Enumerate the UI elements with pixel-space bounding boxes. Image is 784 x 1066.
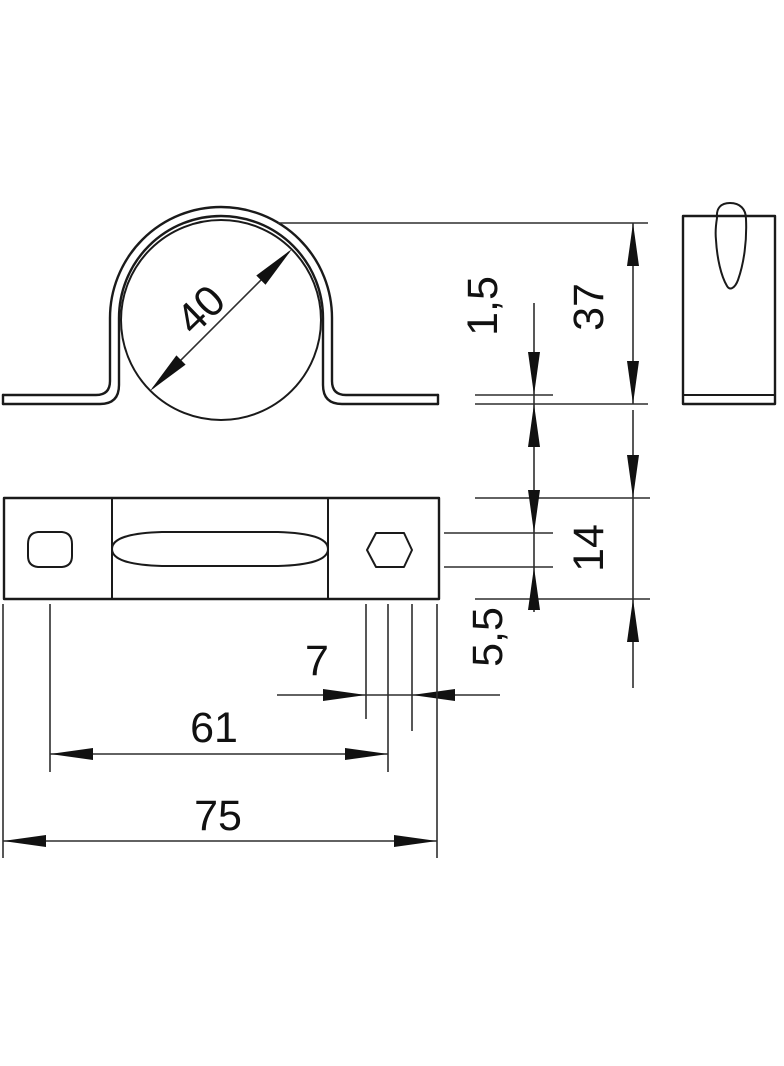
dim-hole-height: 5,5 [444,490,553,667]
dim-diameter: 40 [150,249,292,391]
arrowhead [50,748,93,760]
left-hole [27,531,73,568]
arrowhead [528,404,540,447]
side-view [681,202,777,406]
dim-height-label: 37 [565,283,613,331]
dim-overall-length-label: 75 [194,792,242,840]
side-view-embossed-dimple [714,202,748,290]
dim-diameter-label: 40 [167,276,235,344]
dim-hole-spacing-label: 61 [190,704,238,752]
arrowhead [394,835,437,847]
dim-hole-height-label: 5,5 [464,607,512,667]
embossed-slot [111,531,329,567]
arrowhead [627,361,639,404]
dim-hole-length: 7 [277,604,500,731]
dim-thickness: 1,5 [459,276,648,612]
dim-thickness-label: 1,5 [459,276,507,336]
side-view-body [681,214,777,406]
dim-base-width: 14 [475,410,650,688]
arrowhead [256,249,292,285]
arrowhead [528,567,540,610]
arrowhead [412,689,455,701]
arrowhead [150,355,186,391]
arrowhead [323,689,366,701]
dim-height: 37 [278,222,648,404]
arrowhead [528,490,540,533]
arrowhead [627,599,639,642]
arrowhead [627,455,639,498]
arrowhead [627,223,639,266]
clamp-strap-inner [1,214,440,406]
dim-base-width-label: 14 [565,524,613,572]
arrowhead [345,748,388,760]
dim-hole-length-label: 7 [305,637,329,685]
top-view-body [2,496,441,601]
clamp-strap-outer [1,205,440,397]
front-view: 40 [1,205,440,421]
arrowhead [528,352,540,395]
top-view [2,496,441,601]
dim-overall-length: 75 [2,604,438,858]
dim-hole-spacing: 61 [49,604,389,772]
right-hole [366,532,413,568]
pipe-circle [120,219,322,421]
arrowhead [3,835,46,847]
